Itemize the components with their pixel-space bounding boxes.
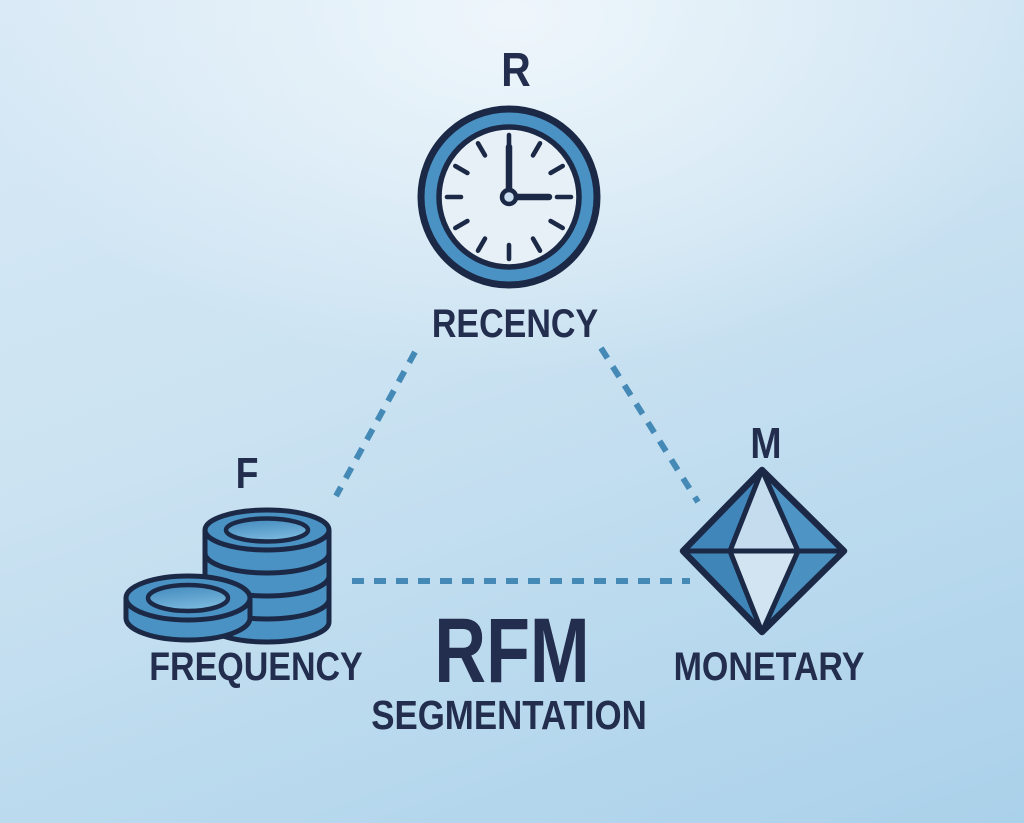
recency-label: RECENCY (431, 302, 599, 346)
recency-letter: R (501, 44, 531, 97)
clock-icon (417, 105, 601, 289)
monetary-label: MONETARY (673, 645, 865, 689)
recency-monetary-connector (598, 346, 701, 504)
clock-center-dot (499, 187, 519, 207)
diamond-outline (679, 466, 848, 636)
flat-coin (123, 573, 253, 643)
monetary-letter: M (750, 419, 782, 468)
frequency-label: FREQUENCY (149, 645, 363, 689)
frequency-letter: F (235, 449, 259, 498)
diagram-title-acronym: RFM (434, 600, 590, 702)
coin-stack-icon (123, 507, 332, 645)
clock-tick-marks (444, 132, 574, 262)
diamond-icon (679, 466, 848, 636)
recency-frequency-connector (333, 350, 418, 498)
diagram-title-subtitle: SEGMENTATION (371, 692, 647, 738)
